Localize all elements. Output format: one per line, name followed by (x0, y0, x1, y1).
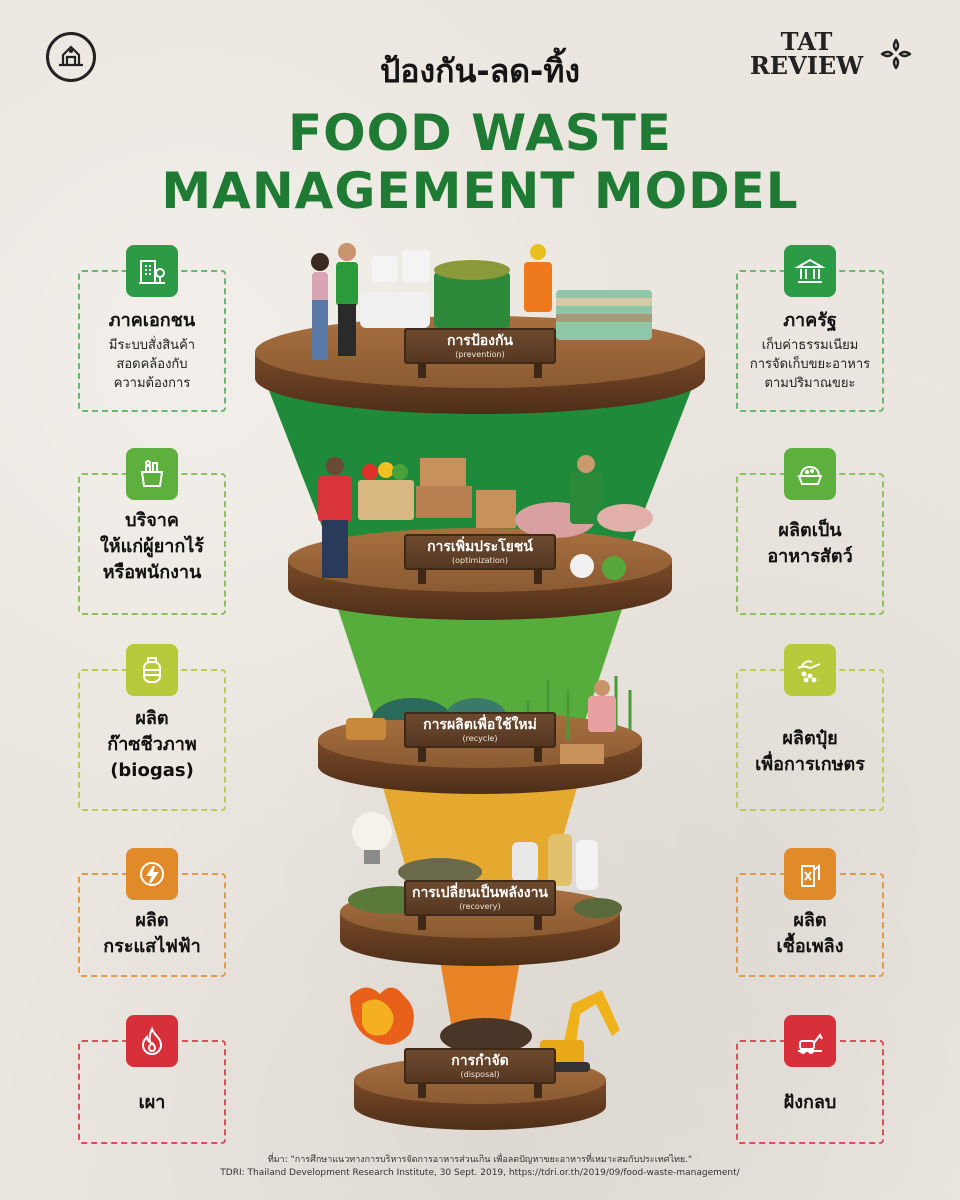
electricity-icon (126, 848, 178, 900)
title-line: ผลิต (135, 708, 169, 729)
desc-line: เก็บค่าธรรมเนียม (761, 338, 859, 353)
sign-recycle-th: การผลิตเพื่อใช้ใหม่ (423, 717, 537, 733)
funnel-band-optimization (335, 600, 625, 730)
desc-line: ตามปริมาณขยะ (764, 376, 856, 391)
sign-post (534, 916, 542, 930)
title-line: ก๊าซชีวภาพ (107, 734, 197, 755)
card-donate-title: บริจาค ให้แก่ผู้ยากไร้ หรือพนักงาน (78, 508, 226, 586)
pet-food-icon (784, 448, 836, 500)
title-line: เผา (138, 1092, 166, 1113)
sign-disposal-en: (disposal) (460, 1070, 500, 1079)
sign-prevention: การป้องกัน (prevention) (404, 328, 556, 364)
card-fuel-title: ผลิต เชื้อเพลิง (736, 908, 884, 960)
sign-recycle: การผลิตเพื่อใช้ใหม่ (recycle) (404, 712, 556, 748)
card-electricity-title: ผลิต กระแสไฟฟ้า (78, 908, 226, 960)
title-line: ฝังกลบ (783, 1092, 837, 1113)
tat-review-mark-icon (880, 38, 912, 70)
title-line: ผลิต (793, 910, 827, 931)
title-line-1: FOOD WASTE (288, 104, 672, 162)
sign-post (418, 1084, 426, 1098)
title-line: หรือพนักงาน (102, 562, 202, 583)
main-title: FOOD WASTE MANAGEMENT MODEL (0, 104, 960, 220)
card-government-desc: เก็บค่าธรรมเนียม การจัดเก็บขยะอาหาร ตามป… (736, 336, 884, 393)
sign-prevention-th: การป้องกัน (446, 333, 514, 349)
footer-line-1: ที่มา: "การศึกษาแนวทางการบริหารจัดการอาห… (267, 1155, 693, 1165)
sign-recovery-en: (recovery) (459, 902, 501, 911)
sign-post (418, 748, 426, 762)
title-line: กระแสไฟฟ้า (103, 936, 201, 957)
title-line-2: MANAGEMENT MODEL (161, 162, 799, 220)
title-line: ผลิตเป็น (778, 520, 842, 541)
desc-line: มีระบบสั่งสินค้า (108, 338, 196, 353)
title-line: อาหารสัตว์ (767, 546, 853, 567)
desc-line: สอดคล้องกับ (116, 357, 188, 372)
landfill-icon (784, 1015, 836, 1067)
footer-line-2: TDRI: Thailand Development Research Inst… (220, 1168, 740, 1178)
fuel-icon (784, 848, 836, 900)
sign-prevention-en: (prevention) (455, 350, 505, 359)
sign-recycle-en: (recycle) (462, 734, 498, 743)
sign-recovery: การเปลี่ยนเป็นพลังงาน (recovery) (404, 880, 556, 916)
desc-line: การจัดเก็บขยะอาหาร (749, 357, 871, 372)
brand-line-2: REVIEW (749, 51, 864, 80)
gas-tank-icon (126, 644, 178, 696)
sign-disposal: การกำจัด (disposal) (404, 1048, 556, 1084)
building-icon (126, 245, 178, 297)
title-line: (biogas) (110, 760, 194, 781)
desc-line: ความต้องการ (113, 376, 191, 391)
tat-emblem-logo (46, 32, 96, 82)
thai-subtitle: ป้องกัน-ลด-ทิ้ง (379, 52, 581, 90)
fire-icon (126, 1015, 178, 1067)
card-private-sector-desc: มีระบบสั่งสินค้า สอดคล้องกับ ความต้องการ (78, 336, 226, 393)
sign-disposal-th: การกำจัด (451, 1053, 509, 1069)
sign-post (534, 1084, 542, 1098)
card-private-sector-title: ภาคเอกชน (108, 310, 196, 331)
sign-post (534, 748, 542, 762)
card-landfill-title: ฝังกลบ (736, 1090, 884, 1116)
grocery-icon (126, 448, 178, 500)
sign-recovery-th: การเปลี่ยนเป็นพลังงาน (411, 885, 549, 901)
title-line: เพื่อการเกษตร (755, 754, 865, 775)
sign-optimization-en: (optimization) (451, 556, 508, 565)
sign-post (534, 570, 542, 584)
title-line: ผลิตปุ๋ย (782, 728, 838, 749)
sign-post (418, 364, 426, 378)
sign-post (418, 570, 426, 584)
fertilizer-icon (784, 644, 836, 696)
card-animal-feed-title: ผลิตเป็น อาหารสัตว์ (736, 518, 884, 570)
title-line: เชื้อเพลิง (776, 936, 844, 957)
title-line: บริจาค (125, 510, 179, 531)
sign-post (418, 916, 426, 930)
card-fertilizer-title: ผลิตปุ๋ย เพื่อการเกษตร (736, 726, 884, 778)
tat-review-logo: TAT REVIEW (744, 30, 914, 84)
funnel-band-recovery (440, 960, 520, 1030)
card-government-title: ภาครัฐ (783, 310, 837, 331)
card-incinerate-title: เผา (78, 1090, 226, 1116)
government-icon (784, 245, 836, 297)
sign-optimization-th: การเพิ่มประโยชน์ (427, 539, 533, 555)
card-biogas-title: ผลิต ก๊าซชีวภาพ (biogas) (78, 706, 226, 784)
brand-line-1: TAT (780, 27, 833, 56)
sign-optimization: การเพิ่มประโยชน์ (optimization) (404, 534, 556, 570)
source-footer: ที่มา: "การศึกษาแนวทางการบริหารจัดการอาห… (0, 1154, 960, 1180)
title-line: ผลิต (135, 910, 169, 931)
title-line: ให้แก่ผู้ยากไร้ (100, 536, 204, 557)
sign-post (534, 364, 542, 378)
